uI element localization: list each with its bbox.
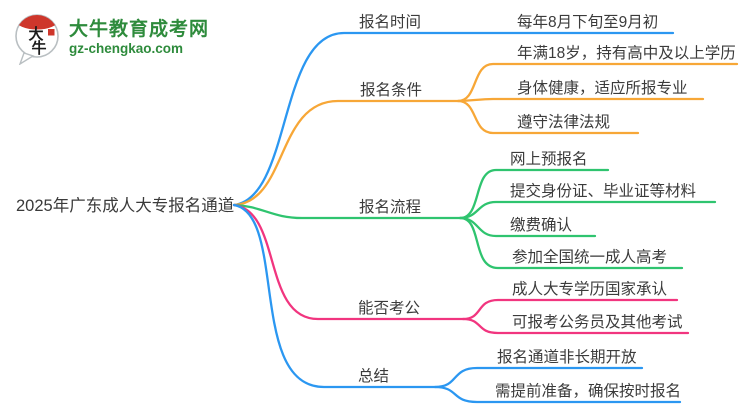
child-label-requirements-0: 年满18岁，持有高中及以上学历 bbox=[517, 44, 736, 62]
child-line-summary-1 bbox=[433, 385, 682, 404]
child-label-time-0: 每年8月下旬至9月初 bbox=[517, 13, 658, 31]
child-label-process-0: 网上预报名 bbox=[510, 150, 588, 168]
child-line-requirements-2 bbox=[456, 99, 640, 135]
branch-line-requirements bbox=[232, 99, 460, 207]
logo-site-domain: gz-chengkao.com bbox=[69, 40, 184, 56]
child-label-process-1: 提交身份证、毕业证等材料 bbox=[510, 182, 696, 200]
child-label-process-3: 参加全国统一成人高考 bbox=[512, 248, 667, 266]
logo-char-top: 大 bbox=[28, 25, 43, 43]
child-label-civil-service-1: 可报考公务员及其他考试 bbox=[512, 313, 683, 331]
branch-line-process bbox=[232, 203, 462, 220]
child-line-requirements-1 bbox=[456, 97, 705, 103]
child-label-civil-service-0: 成人大专学历国家承认 bbox=[512, 280, 667, 298]
logo-char-bottom: 牛 bbox=[31, 39, 46, 57]
branch-line-summary bbox=[232, 203, 437, 389]
child-line-summary-0 bbox=[433, 366, 644, 389]
branch-label-summary: 总结 bbox=[358, 367, 389, 385]
child-label-process-2: 缴费确认 bbox=[510, 216, 572, 234]
logo-site-name: 大牛教育成考网 bbox=[69, 18, 210, 40]
child-line-process-0 bbox=[458, 168, 610, 220]
child-line-process-1 bbox=[458, 200, 717, 220]
logo-text: 大牛教育成考网 gz-chengkao.com bbox=[69, 18, 210, 56]
child-label-summary-0: 报名通道非长期开放 bbox=[497, 348, 637, 366]
logo-bubble-icon: 大 牛 bbox=[15, 14, 59, 65]
child-label-summary-1: 需提前准备，确保按时报名 bbox=[495, 382, 681, 400]
branch-label-requirements: 报名条件 bbox=[360, 81, 422, 99]
child-label-requirements-2: 遵守法律法规 bbox=[517, 113, 610, 131]
child-line-civil-service-1 bbox=[461, 317, 690, 335]
branch-line-civil-service bbox=[232, 203, 465, 321]
branch-line-time bbox=[232, 31, 675, 207]
root-node-label: 2025年广东成人大专报名通道 bbox=[16, 196, 234, 215]
logo-seal bbox=[48, 29, 55, 36]
branch-label-process: 报名流程 bbox=[359, 198, 421, 216]
site-logo: 大 牛 大牛教育成考网 gz-chengkao.com bbox=[12, 11, 209, 65]
child-label-requirements-1: 身体健康，适应所报专业 bbox=[517, 78, 688, 97]
branch-label-civil-service: 能否考公 bbox=[358, 299, 420, 317]
child-line-process-3 bbox=[458, 216, 684, 270]
bubble-tail bbox=[18, 52, 35, 65]
branch-label-time: 报名时间 bbox=[359, 13, 421, 31]
